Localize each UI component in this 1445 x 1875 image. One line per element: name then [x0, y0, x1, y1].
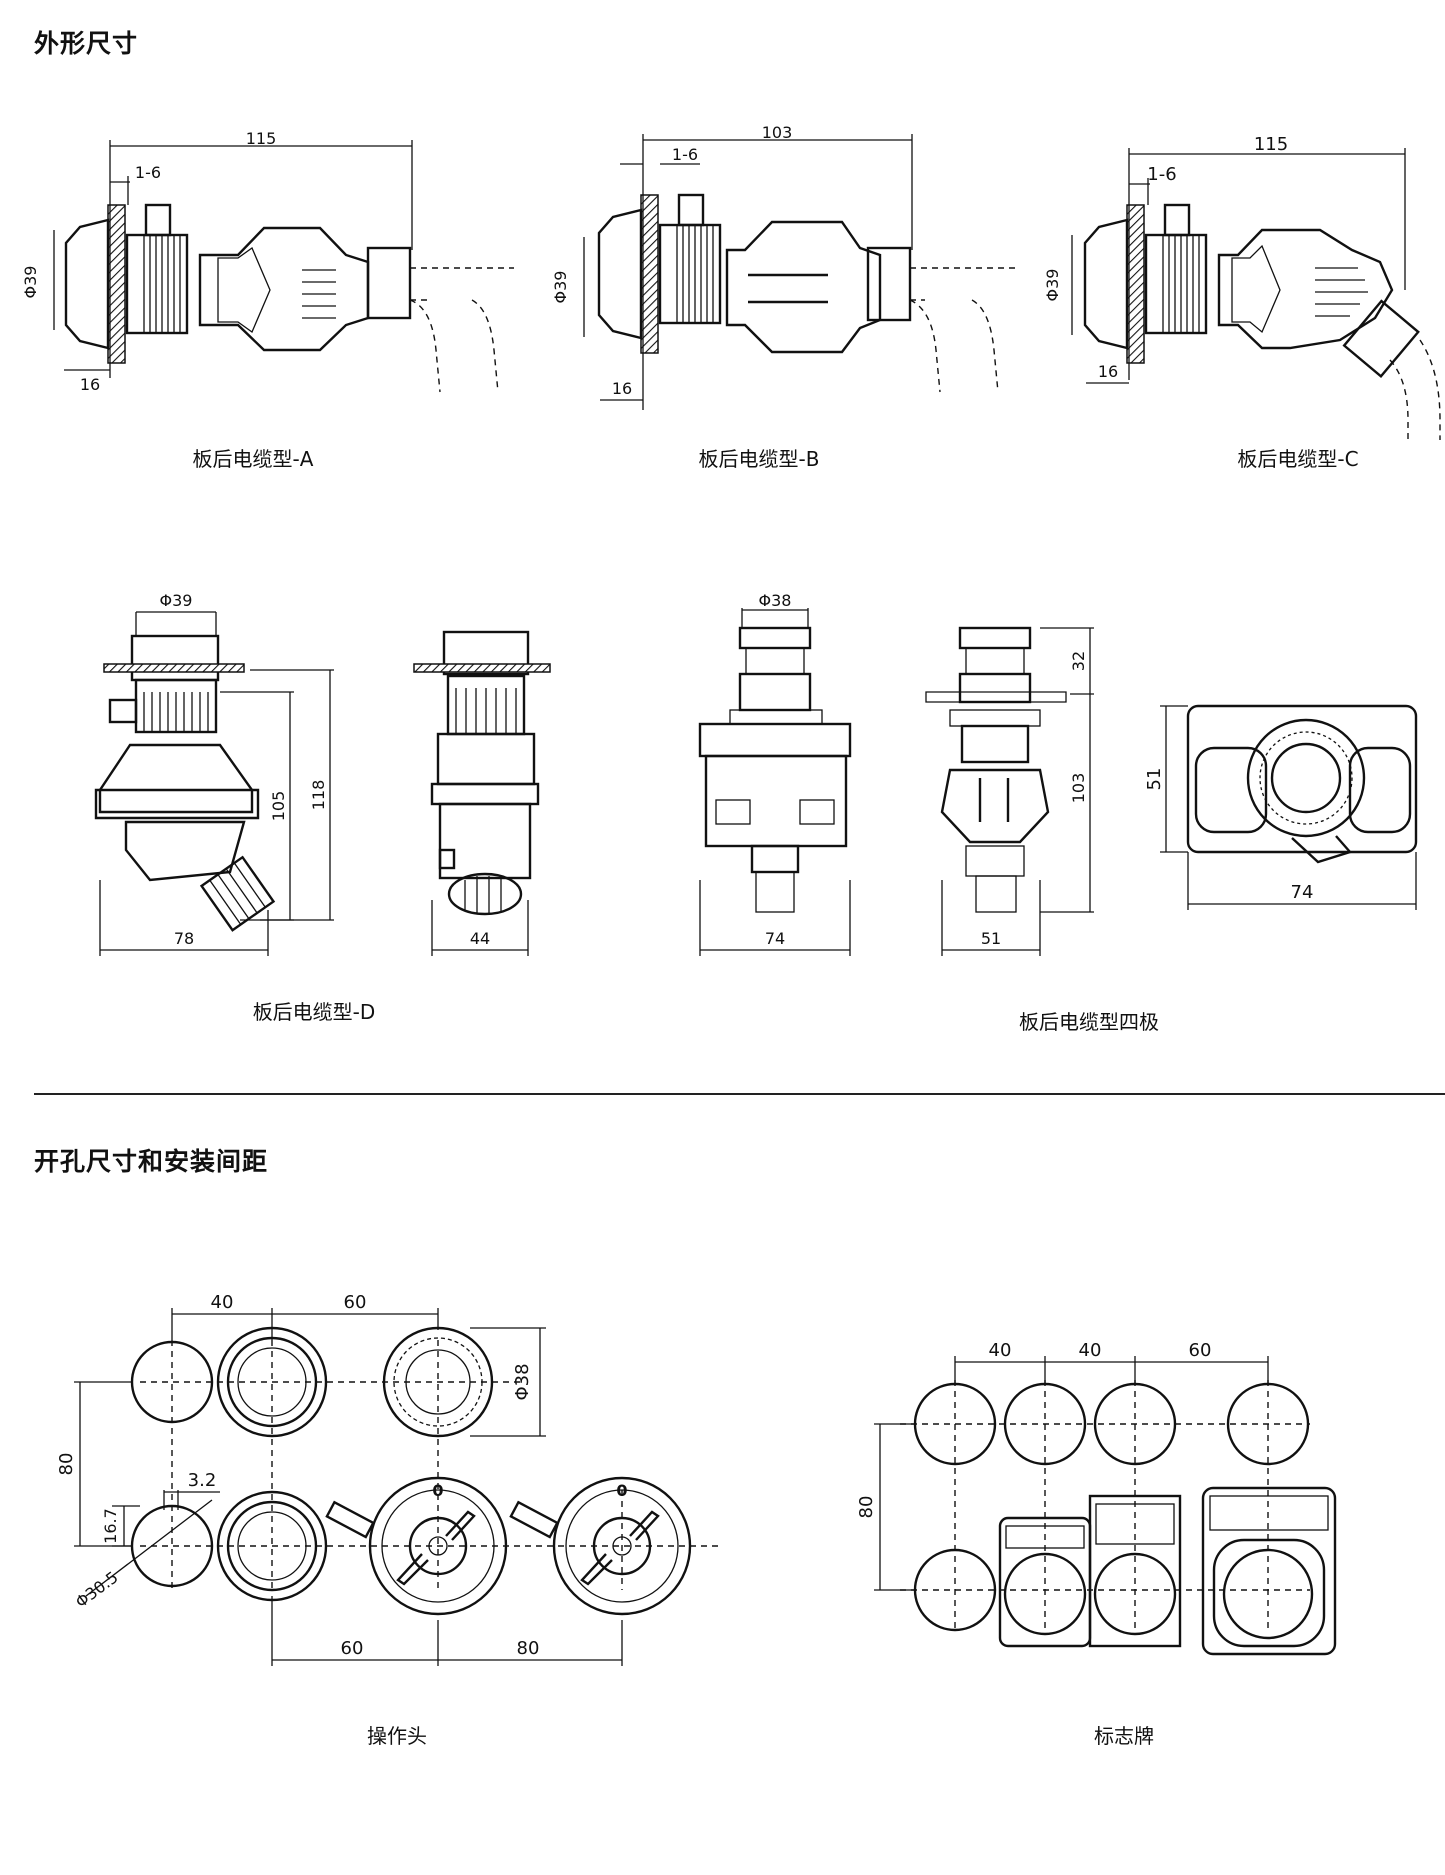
dim-a-depth: 16: [80, 375, 100, 394]
dim-d-height-1: 105: [269, 791, 288, 822]
dim-plate-spacing-1: 40: [989, 1340, 1012, 1361]
type-a-drawing: [64, 203, 514, 393]
dim-plate-spacing-3: 60: [1189, 1340, 1212, 1361]
dim-c-length: 115: [1254, 134, 1288, 155]
op-position-zero-2: 0: [616, 1481, 627, 1500]
dim-op-spacing-2: 60: [344, 1292, 367, 1313]
dim-op-spacing-1: 40: [211, 1292, 234, 1313]
label-plate-drawing: [900, 1380, 1337, 1656]
dim-d-height-2: 118: [309, 780, 328, 811]
dim-fp-width-3: 74: [1291, 882, 1314, 903]
caption-four-pole: 板后电缆型四极: [1019, 1010, 1159, 1034]
type-d-dimensions: Φ39 105 118 78 44: [99, 591, 529, 956]
dim-op-key-depth: 16.7: [101, 1508, 120, 1544]
dim-c-depth: 16: [1098, 362, 1118, 381]
dim-b-diameter: Φ39: [551, 271, 570, 304]
type-d-side-drawing: [413, 630, 551, 916]
dim-fp-height-3: 51: [1144, 768, 1165, 791]
caption-type-a: 板后电缆型-A: [192, 447, 314, 471]
op-position-zero-1: 0: [432, 1481, 443, 1500]
outline-section-title: 外形尺寸: [34, 29, 139, 58]
type-b-dimensions: 103 1-6 Φ39 16: [551, 123, 913, 410]
dim-op-key-gap: 3.2: [188, 1470, 217, 1491]
dim-d-width-1: 78: [174, 929, 194, 948]
dim-plate-vertical: 80: [856, 1496, 877, 1519]
caption-label-plate: 标志牌: [1094, 1724, 1154, 1748]
type-d-drawing: [94, 634, 276, 932]
dim-c-thickness: 1-6: [1147, 164, 1176, 185]
dim-b-depth: 16: [612, 379, 632, 398]
dim-a-thickness: 1-6: [135, 163, 161, 182]
dim-fp-height-2: 103: [1069, 773, 1088, 804]
four-pole-bottom-drawing: [1186, 704, 1418, 864]
dim-op-bottom-1: 60: [341, 1638, 364, 1659]
four-pole-dimensions: Φ38 32 103 74 51 51 74: [699, 591, 1417, 956]
type-a-dimensions: 115 1-6 Φ39 16: [21, 129, 413, 394]
label-plate-dimensions: 40 40 60 80: [856, 1340, 1269, 1591]
caption-type-c: 板后电缆型-C: [1237, 447, 1359, 471]
mounting-section-title: 开孔尺寸和安装间距: [34, 1147, 269, 1176]
dim-d-diameter: Φ39: [160, 591, 193, 610]
dim-b-thickness: 1-6: [672, 145, 698, 164]
operator-head-drawing: [130, 1326, 720, 1616]
four-pole-front-drawing: [698, 626, 852, 913]
dim-d-width-2: 44: [470, 929, 490, 948]
dim-plate-spacing-2: 40: [1079, 1340, 1102, 1361]
dim-a-length: 115: [246, 129, 277, 148]
dim-op-hole: Φ30.5: [72, 1568, 122, 1612]
dim-a-diameter: Φ39: [21, 266, 40, 299]
caption-type-b: 板后电缆型-B: [698, 447, 820, 471]
type-b-drawing: [597, 193, 1020, 393]
type-c-dimensions: 115 1-6 Φ39 16: [1043, 134, 1406, 384]
section-divider: [34, 1093, 1445, 1095]
dim-b-length: 103: [762, 123, 793, 142]
dim-op-bottom-2: 80: [517, 1638, 540, 1659]
dim-c-diameter: Φ39: [1043, 269, 1062, 302]
dim-fp-width-1: 74: [765, 929, 785, 948]
type-c-drawing: [1083, 203, 1441, 440]
caption-type-d: 板后电缆型-D: [252, 1000, 376, 1024]
dim-fp-diameter: Φ38: [759, 591, 792, 610]
operator-head-dimensions: 40 60 Φ38 80 3.2 16.7 Φ30.5 60 80 0 0: [56, 1292, 628, 1666]
dim-op-diameter: Φ38: [512, 1363, 533, 1400]
dim-fp-height-1: 32: [1069, 651, 1088, 671]
caption-operator-head: 操作头: [367, 1724, 427, 1748]
four-pole-side-drawing: [925, 626, 1067, 913]
dim-op-vertical: 80: [56, 1453, 77, 1476]
dim-fp-width-2: 51: [981, 929, 1001, 948]
